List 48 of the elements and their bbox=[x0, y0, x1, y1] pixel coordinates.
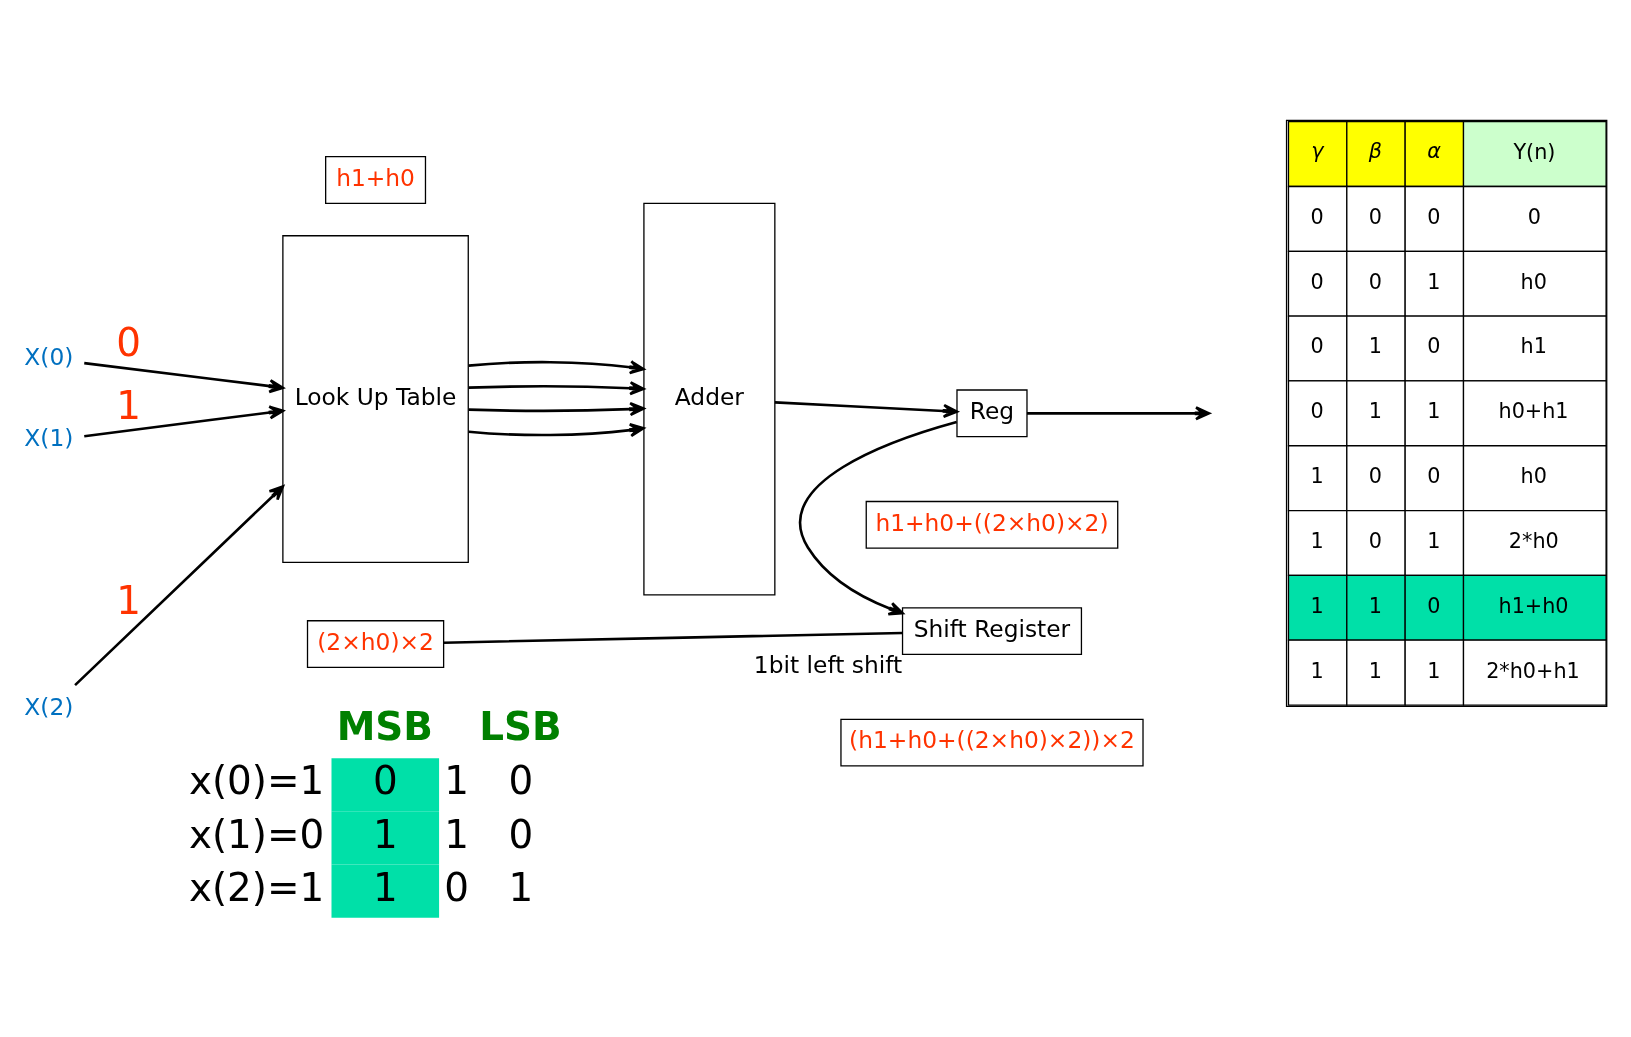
label: x(2)=1 1 0 1 bbox=[188, 864, 534, 910]
label: 1 bbox=[1310, 658, 1324, 683]
edge-label: 1 bbox=[116, 577, 141, 623]
label: h1+h0 bbox=[1498, 593, 1569, 618]
label: γ bbox=[1311, 138, 1324, 163]
label: 1 bbox=[1310, 463, 1324, 488]
label: h0 bbox=[1520, 269, 1547, 294]
label: 1 bbox=[1427, 398, 1441, 423]
node-text: X(0) bbox=[24, 342, 74, 371]
label: 1 bbox=[1427, 269, 1441, 294]
label: 0 bbox=[1368, 463, 1383, 488]
label: 2*h0+h1 bbox=[1486, 658, 1580, 683]
label: h0+h1 bbox=[1498, 398, 1569, 423]
label: 0 bbox=[1368, 204, 1383, 229]
label: x(1)=0 1 1 0 bbox=[188, 811, 534, 857]
label: x(0)=1 0 1 0 bbox=[188, 757, 534, 803]
label: 0 bbox=[1368, 528, 1383, 553]
label: LSB bbox=[479, 703, 562, 749]
label: h0 bbox=[1520, 463, 1547, 488]
label: 1 bbox=[1368, 593, 1383, 618]
label: 0 bbox=[1310, 204, 1324, 229]
label: 0 bbox=[1427, 593, 1441, 618]
label: 0 bbox=[1527, 204, 1541, 229]
label: β bbox=[1368, 138, 1383, 163]
label: 0 bbox=[1368, 269, 1383, 294]
label: 0 bbox=[1427, 463, 1441, 488]
node-text: X(1) bbox=[24, 423, 74, 452]
edge-label: 0 bbox=[116, 319, 141, 365]
label: 1 bbox=[1368, 398, 1383, 423]
node-text: X(2) bbox=[24, 692, 74, 721]
label: 1 bbox=[1310, 593, 1324, 618]
label: 0 bbox=[1427, 333, 1441, 358]
label: 1 bbox=[1427, 528, 1441, 553]
label: h1 bbox=[1520, 333, 1547, 358]
node-label: 1bit left shift bbox=[753, 650, 903, 679]
label: 1 bbox=[1427, 658, 1441, 683]
label: 1 bbox=[1368, 658, 1383, 683]
label: 0 bbox=[1427, 204, 1441, 229]
label: 0 bbox=[1310, 269, 1324, 294]
label: Y(n) bbox=[1513, 139, 1556, 164]
label: α bbox=[1427, 138, 1441, 163]
edge-label: 1 bbox=[116, 382, 141, 428]
label: 1 bbox=[1368, 333, 1383, 358]
label: 0 bbox=[1310, 333, 1324, 358]
label: 2*h0 bbox=[1508, 528, 1559, 553]
label: MSB bbox=[336, 703, 434, 749]
label: 1 bbox=[1310, 528, 1324, 553]
label: 0 bbox=[1310, 398, 1324, 423]
